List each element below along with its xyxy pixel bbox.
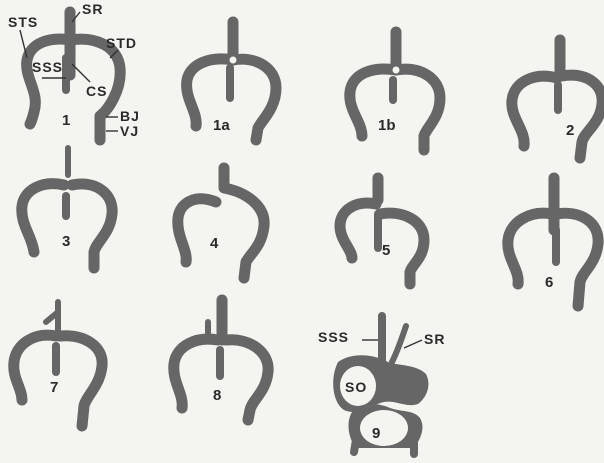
base-hole bbox=[360, 410, 408, 446]
variant-3-label: 3 bbox=[62, 233, 70, 250]
right-transverse-sinus bbox=[60, 336, 102, 426]
variant-3: 3 bbox=[22, 148, 112, 268]
left-transverse-sinus bbox=[512, 76, 557, 146]
straight-sinus bbox=[392, 326, 406, 362]
variant-7: 7 bbox=[14, 302, 102, 426]
label-sss: SSS bbox=[32, 59, 63, 75]
label-cs: CS bbox=[86, 83, 107, 99]
right-transverse-sinus bbox=[226, 340, 268, 420]
right-transverse-sinus bbox=[233, 59, 276, 140]
variant-1b-label: 1b bbox=[378, 117, 396, 134]
variant-4: 4 bbox=[178, 168, 264, 278]
variant-6-label: 6 bbox=[545, 274, 553, 291]
variant-1b: 1b bbox=[350, 32, 440, 150]
left-outlet bbox=[354, 440, 356, 452]
right-transverse-sinus bbox=[224, 168, 264, 278]
label-vj: VJ bbox=[120, 123, 139, 139]
label-sr-9: SR bbox=[424, 331, 445, 347]
variant-1a: 1a bbox=[187, 22, 276, 140]
variant-5-label: 5 bbox=[382, 242, 390, 259]
left-transverse-sinus bbox=[22, 184, 64, 252]
variant-2-label: 2 bbox=[566, 122, 574, 139]
variant-9: SSS SR SO 9 bbox=[318, 316, 445, 454]
variant-1: STS SR STD SSS CS BJ VJ 1 bbox=[8, 1, 140, 140]
left-transverse-sinus bbox=[178, 199, 216, 262]
right-transverse-sinus bbox=[72, 184, 112, 268]
label-std: STD bbox=[106, 35, 137, 51]
left-transverse-sinus bbox=[174, 339, 218, 408]
confluence bbox=[393, 67, 400, 74]
right-transverse-sinus bbox=[562, 75, 602, 158]
label-sts: STS bbox=[8, 14, 38, 30]
label-bj: BJ bbox=[120, 108, 140, 124]
variant-1a-label: 1a bbox=[213, 117, 230, 134]
variant-2: 2 bbox=[512, 40, 602, 158]
variant-7-label: 7 bbox=[50, 379, 58, 396]
variant-8-label: 8 bbox=[213, 387, 221, 404]
left-transverse-sinus bbox=[340, 203, 376, 258]
label-so: SO bbox=[345, 379, 367, 395]
variant-9-label: 9 bbox=[372, 425, 380, 442]
right-transverse-sinus bbox=[396, 69, 440, 150]
confluence bbox=[230, 57, 237, 64]
label-sr: SR bbox=[82, 1, 103, 17]
variant-4-label: 4 bbox=[210, 235, 219, 252]
variant-6: 6 bbox=[508, 178, 598, 306]
right-transverse-sinus bbox=[556, 213, 598, 306]
variant-1-label: 1 bbox=[62, 112, 70, 129]
label-sss-9: SSS bbox=[318, 329, 349, 345]
sr9-leader bbox=[404, 340, 422, 348]
variant-8: 8 bbox=[174, 300, 268, 420]
variant-5: 5 bbox=[340, 178, 424, 284]
